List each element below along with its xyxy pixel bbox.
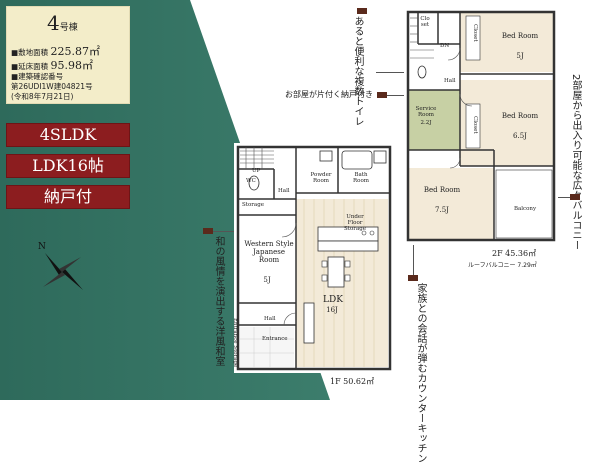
callout-marker (377, 92, 387, 98)
compass-icon (43, 253, 83, 290)
leader-line (553, 197, 570, 198)
label-under-floor: Under Floor Storage (344, 214, 366, 232)
label-service-room: Service Room (415, 106, 437, 118)
area-roof-balcony: ルーフバルコニー 7.29㎡ (468, 262, 537, 269)
callout-marker (570, 194, 580, 200)
callout-toilet: あると便利な複数トイレ (352, 16, 363, 126)
cert-number: 第26UDI1W建04821号 (11, 82, 93, 91)
label-bed-room-1: Bed Room (501, 32, 539, 40)
floor-plan-1f (234, 143, 394, 373)
label-bath-room: Bath Room (353, 172, 369, 184)
label-ldk: LDK (323, 295, 343, 305)
callout-marker (408, 275, 418, 281)
label-powder-room: Powder Room (310, 172, 332, 184)
label-service-size: 2.2J (420, 120, 432, 126)
compass-north-label: N (38, 242, 46, 252)
lot-info-box: 4号棟 ■敷地面積 225.87㎡ ■延床面積 95.98㎡ ■建築確認番号 第… (6, 6, 130, 104)
callout-washitsu: 和の風情を演出する洋風和室 (213, 236, 224, 366)
callout-marker (203, 228, 213, 234)
callout-storage: お部屋が片付く納戸付き (285, 90, 373, 99)
label-bed-room-1-size: 5J (516, 52, 524, 60)
label-hall-entrance: Hall (264, 316, 276, 322)
lot-number: 4号棟 (47, 11, 78, 35)
cert-date: (令和8年7月21日) (11, 92, 74, 101)
label-storage-1f: Storage (242, 202, 264, 208)
leader-line (376, 72, 416, 73)
callout-kitchen: 家族との会話が弾むカウンターキッチン (415, 283, 426, 463)
label-closet-2f-3: Closet (472, 116, 478, 134)
label-bed-room-2-size: 6.5J (513, 132, 527, 140)
leader-line (413, 245, 414, 275)
label-hall-1f: Hall (278, 188, 290, 194)
badge-ldk16: LDK16帖 (6, 154, 130, 178)
label-entrance-storage: Entrance Storage (232, 318, 238, 368)
area-2f: 2F 45.36㎡ (492, 249, 537, 258)
label-western-size: 5J (263, 276, 271, 284)
site-area-row: ■敷地面積 225.87㎡ (11, 45, 100, 58)
label-entrance: Entrance (262, 336, 288, 342)
floor-area-row: ■延床面積 95.98㎡ (11, 59, 93, 72)
label-dn: DN (440, 43, 450, 49)
cert-label: ■建築確認番号 (11, 72, 64, 81)
label-balcony: Balcony (513, 206, 537, 212)
label-bed-room-2: Bed Room (501, 112, 539, 120)
area-1f: 1F 50.62㎡ (330, 377, 375, 386)
leader-line (213, 231, 235, 232)
label-bed-room-3-size: 7.5J (435, 206, 449, 214)
badge-storage: 納戸付 (6, 185, 130, 209)
label-ldk-size: 16J (326, 306, 338, 314)
label-up: UP (252, 168, 261, 174)
callout-marker (357, 8, 367, 14)
floor-plan-2f (404, 8, 558, 244)
callout-balcony: 2部屋から出入り可能な広々バルコニー (570, 74, 581, 251)
label-western-room: Western Style Japanese Room (244, 240, 294, 264)
label-wc: WC (246, 178, 256, 184)
label-hall-2f: Hall (444, 78, 456, 84)
leader-line (387, 95, 409, 96)
label-closet-2f-2: Closet (472, 24, 478, 42)
label-bed-room-3: Bed Room (423, 186, 461, 194)
label-closet-2f-1: Clo set (420, 16, 430, 28)
badge-4sldk: 4SLDK (6, 123, 130, 147)
